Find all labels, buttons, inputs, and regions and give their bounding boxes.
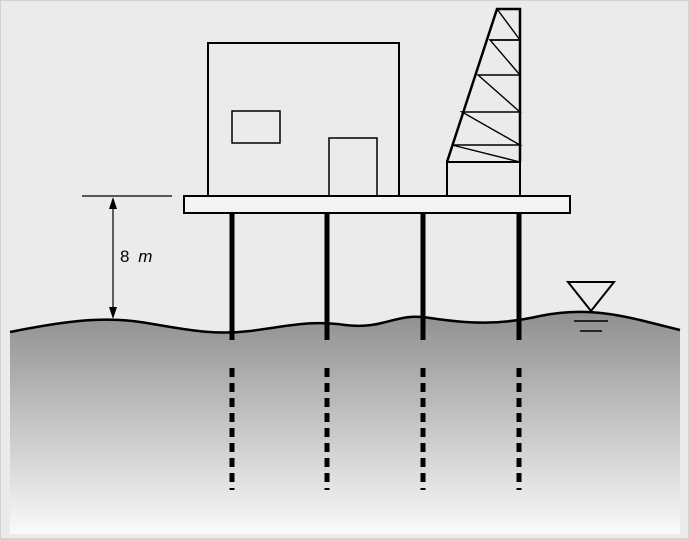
height-dimension-unit: m: [138, 247, 152, 266]
submerged-piles: [229, 368, 522, 490]
water-surface-line: [9, 310, 681, 334]
sea-body: [10, 311, 680, 534]
height-dimension-value: 8: [120, 247, 129, 266]
height-dimension: [82, 195, 172, 319]
building-window: [231, 110, 281, 144]
dimension-arrowhead-down: [109, 307, 117, 319]
platform-deck: [183, 195, 571, 214]
height-dimension-label: 8 m: [120, 247, 152, 266]
water-level-triangle-icon: [565, 281, 617, 332]
support-piles: [229, 213, 522, 340]
dimension-arrowhead-up: [109, 197, 117, 209]
building-door: [328, 137, 378, 197]
